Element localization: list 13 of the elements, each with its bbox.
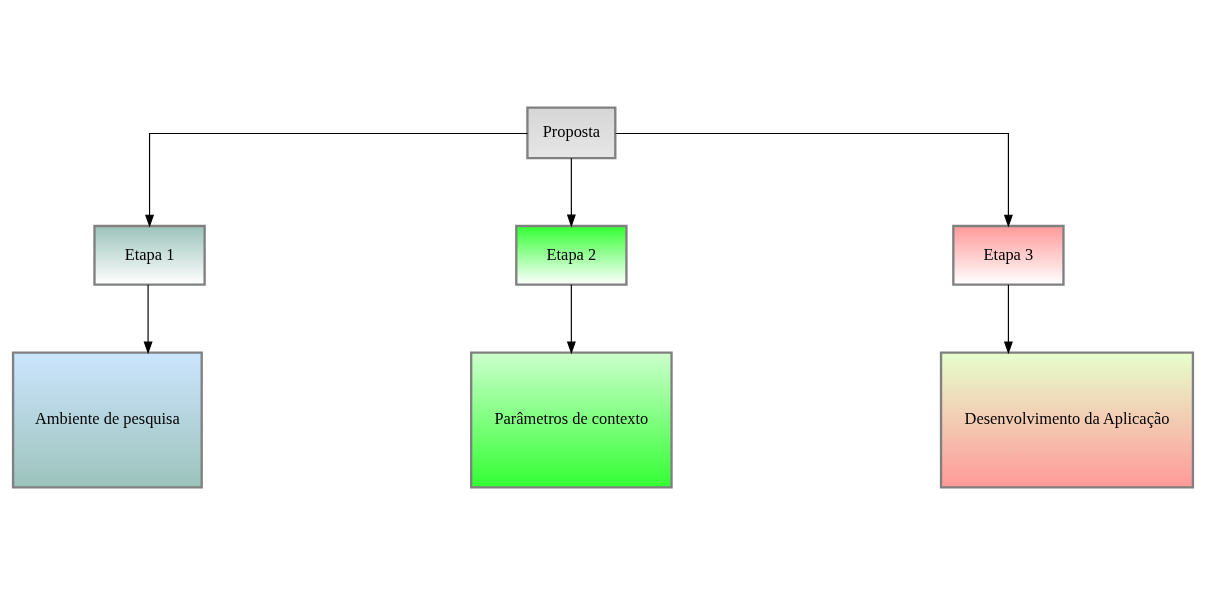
arrow xyxy=(143,284,153,355)
node-box: Etapa 3 xyxy=(952,224,1065,286)
arrow xyxy=(566,157,576,228)
arrow xyxy=(1003,284,1013,355)
node-box: Etapa 2 xyxy=(515,224,628,286)
node-box: Ambiente de pesquisa xyxy=(11,351,203,489)
node-box: Parâmetros de contexto xyxy=(470,351,673,489)
arrow xyxy=(566,284,576,355)
node-box: Proposta xyxy=(526,106,617,160)
arrow xyxy=(145,132,528,228)
node-box: Etapa 1 xyxy=(93,224,206,286)
node-box: Desenvolvimento da Aplicação xyxy=(939,351,1195,489)
arrow xyxy=(615,132,1013,228)
